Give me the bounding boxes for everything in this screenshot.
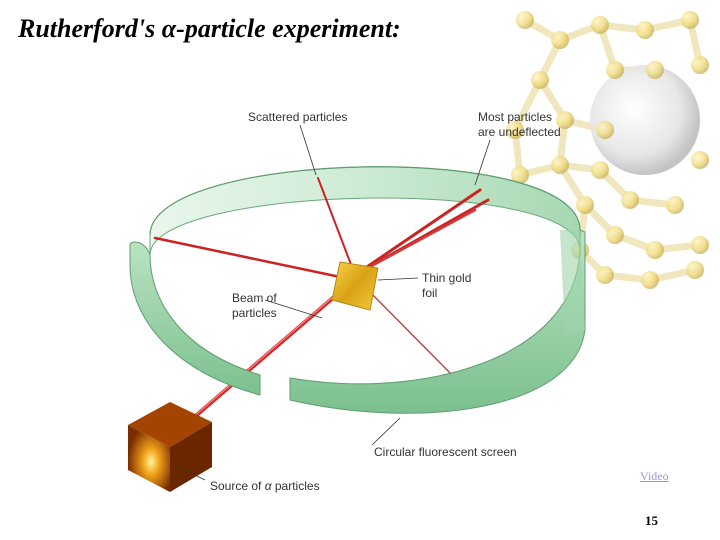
label-scattered-particles: Scattered particles [248, 110, 347, 124]
page-number: 15 [645, 513, 658, 529]
ray-undeflected-1 [355, 190, 480, 275]
ray-undeflected-3 [355, 210, 475, 275]
screen-back-wall [150, 167, 580, 255]
label-beam-of: Beam of [232, 291, 277, 305]
screen-front-wall-right [290, 230, 585, 413]
label-source-prefix: Source of [210, 479, 265, 493]
label-undeflected: are undeflected [478, 125, 561, 139]
alpha-source-cube [128, 402, 212, 492]
label-circular-screen: Circular fluorescent screen [374, 445, 517, 459]
title-suffix: -particle experiment: [176, 14, 401, 43]
label-particles: particles [232, 306, 277, 320]
title-alpha: α [162, 14, 176, 43]
video-link[interactable]: Video [640, 469, 669, 484]
slide-title: Rutherford's α-particle experiment: [18, 14, 401, 44]
title-prefix: Rutherford's [18, 14, 162, 43]
gold-foil [332, 262, 378, 310]
label-source-suffix: particles [272, 479, 320, 493]
ray-scattered-down [360, 282, 460, 383]
ray-scattered-left [155, 238, 345, 278]
label-thin-gold: Thin gold [422, 271, 471, 285]
label-source: Source of α particles [210, 479, 320, 493]
label-most-particles: Most particles [478, 110, 552, 124]
label-foil: foil [422, 286, 437, 300]
